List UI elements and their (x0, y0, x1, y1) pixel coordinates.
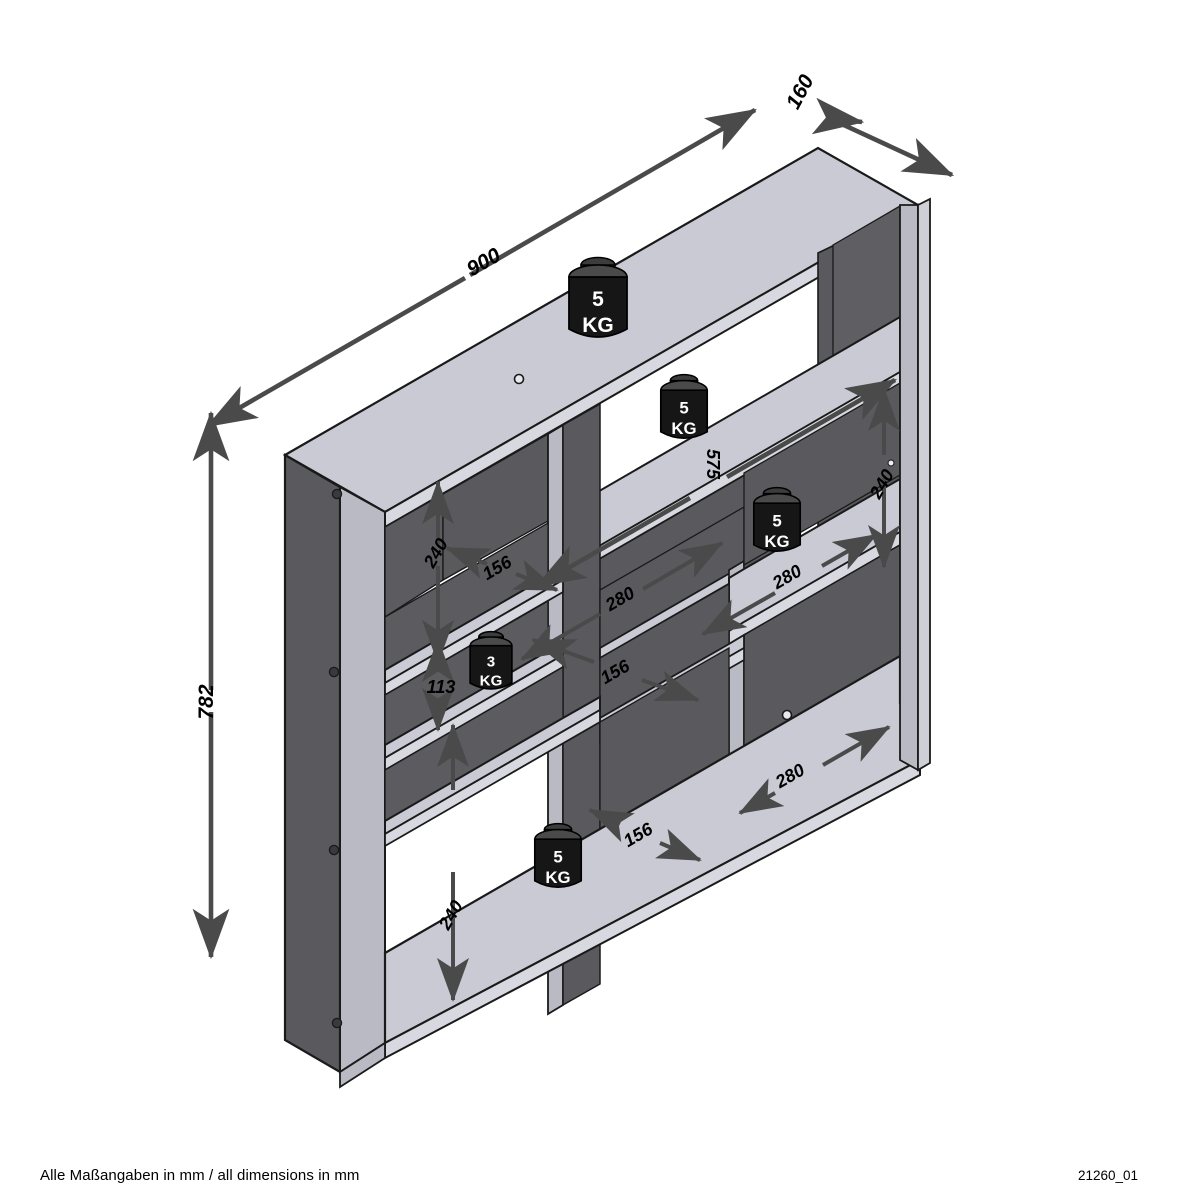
dim-575-arrow-right (725, 378, 897, 479)
dimension-height-782[interactable]: 782 (192, 410, 230, 960)
dim-575-arrow-left (535, 496, 692, 588)
weight-value: 5 (679, 398, 688, 417)
weight-value: 5 (772, 511, 781, 530)
load-marker-right-shelf[interactable]: 5 KG (752, 486, 802, 553)
dimension-width-900-arrow-lower (206, 276, 467, 428)
dimension-mid-shelf-575[interactable]: 575 (535, 378, 897, 588)
load-marker-small-left[interactable]: 3 KG (469, 630, 513, 690)
weight-unit: KG (671, 419, 696, 438)
dowel-hole-left-top (331, 488, 343, 500)
dim-280lr-arrow-right (822, 725, 891, 767)
weight-unit: KG (480, 672, 503, 689)
dimension-depth-160-label: 160 (782, 71, 819, 113)
dim-280c-arrow-right (641, 541, 724, 591)
bottom-board-left-edge (339, 1041, 386, 1089)
load-marker-bottom-shelf[interactable]: 5 KG (533, 822, 583, 889)
weight-body (659, 389, 709, 440)
weight-value: 5 (592, 288, 604, 311)
weight-body (568, 276, 628, 338)
weight-value: 3 (487, 654, 495, 671)
screw-hole-top-board (513, 373, 525, 385)
weight-body (533, 838, 583, 889)
screw-hole-bottom-right (781, 709, 793, 721)
weight-body (469, 644, 513, 690)
shelf-unit-body (282, 146, 931, 1089)
shelf-left-lower (384, 665, 601, 848)
left-side-outer-face (283, 453, 342, 1074)
dimension-left-113-label: 113 (427, 677, 456, 697)
dim-156lm-arrow-left (588, 808, 635, 843)
left-side-front-edge (339, 485, 386, 1074)
dim-156lm-arrow-right (655, 828, 702, 862)
weight-value: 5 (553, 847, 562, 866)
dowel-hole-left-bottom (331, 1017, 343, 1029)
dimension-height-782-label: 782 (195, 684, 218, 719)
dowel-hole-left-mid (328, 666, 340, 678)
weight-unit: KG (545, 868, 570, 887)
dowel-hole-left-low (328, 844, 340, 856)
dim-280r-arrow-right (821, 533, 878, 570)
dimension-depth-160-arrow-left (811, 97, 865, 135)
dim-156cm-arrow-right (641, 670, 700, 702)
left-side-panel (283, 453, 386, 1074)
dimension-annotations: 900 160 782 240 156 (192, 71, 955, 1002)
dimension-width-900-label: 900 (463, 243, 505, 281)
right-side-front-edge (899, 204, 919, 772)
weight-unit: KG (764, 532, 789, 551)
dim-280r-arrow-left (701, 591, 776, 636)
right-side-outer-face (917, 197, 931, 772)
dim-156cm-arrow-left (531, 638, 595, 670)
weight-body (752, 502, 802, 553)
weight-unit: KG (582, 314, 614, 337)
product-code-label: 21260_01 (1078, 1168, 1139, 1183)
dimension-width-900-arrow-upper (468, 108, 757, 277)
screw-hole-right-panel (887, 459, 895, 467)
dimension-center-mid-156[interactable]: 156 (531, 638, 700, 702)
footer-dimension-note: Alle Maßangaben in mm / all dimensions i… (40, 1167, 360, 1184)
load-markers: 5 KG 5 KG 5 KG 3 KG (469, 256, 802, 889)
dim-280lr-arrow-left (738, 778, 785, 815)
right-side-panel (899, 197, 931, 772)
shelf-left-lower-top (384, 695, 601, 836)
dimension-mid-shelf-575-label: 575 (703, 449, 723, 480)
load-marker-second-shelf[interactable]: 5 KG (659, 373, 709, 440)
dim-156ul-arrow-left (445, 546, 492, 579)
load-marker-top-shelf[interactable]: 5 KG (568, 256, 628, 338)
